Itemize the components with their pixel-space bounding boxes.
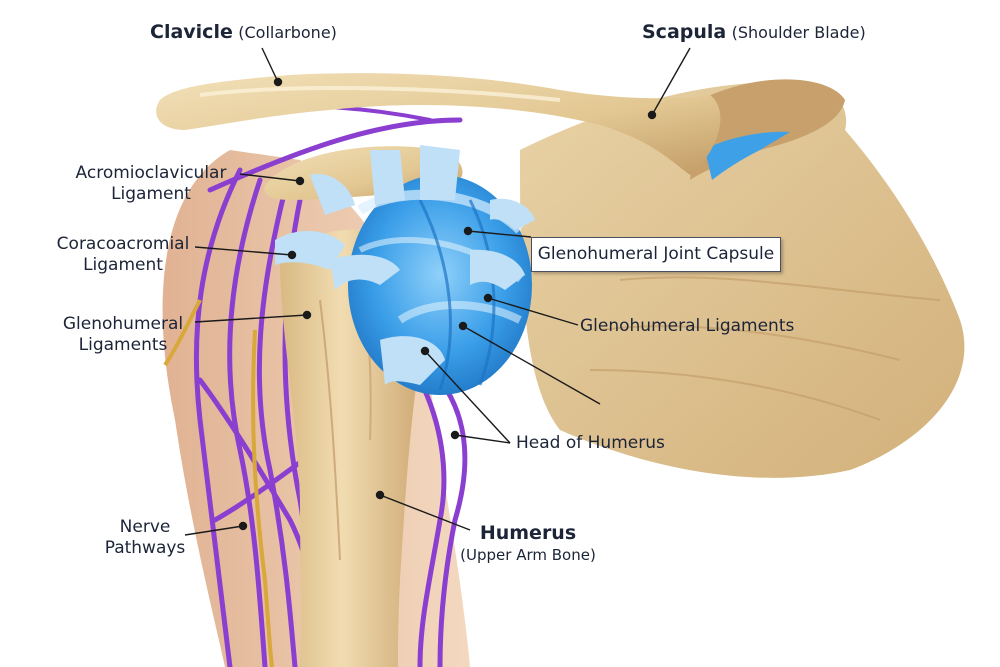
label-line: Acromioclavicular xyxy=(75,163,227,183)
glenohumeral-joint-capsule xyxy=(275,145,535,395)
label-scapula-name: Scapula xyxy=(642,21,727,43)
label-head-of-humerus: Head of Humerus xyxy=(516,433,665,453)
label-nerve-pathways: Nerve Pathways xyxy=(100,517,190,559)
label-scapula-sub: (Shoulder Blade) xyxy=(731,23,866,42)
clavicle-bone xyxy=(156,73,721,175)
label-humerus-name: Humerus xyxy=(479,522,577,544)
label-clavicle-sub: (Collarbone) xyxy=(238,23,337,42)
label-scapula: Scapula (Shoulder Blade) xyxy=(642,22,866,44)
label-humerus: Humerus (Upper Arm Bone) xyxy=(456,523,600,566)
label-line: Ligaments xyxy=(78,335,168,355)
label-glenohumeral-joint-capsule: Glenohumeral Joint Capsule xyxy=(531,237,781,272)
yellow-nerve xyxy=(163,299,274,667)
label-clavicle-name: Clavicle xyxy=(150,21,233,43)
label-acromioclavicular-ligament: Acromioclavicular Ligament xyxy=(62,163,240,205)
label-glenohumeral-ligaments-right: Glenohumeral Ligaments xyxy=(580,316,795,336)
label-line: Nerve xyxy=(119,517,171,537)
label-line: Ligament xyxy=(111,184,191,204)
scapula-bone xyxy=(520,79,965,478)
label-humerus-sub: (Upper Arm Bone) xyxy=(460,546,596,564)
label-coracoacromial-ligament: Coracoacromial Ligament xyxy=(52,234,194,276)
label-line: Ligament xyxy=(83,255,163,275)
label-clavicle: Clavicle (Collarbone) xyxy=(150,22,337,44)
label-glenohumeral-ligaments-left: Glenohumeral Ligaments xyxy=(56,314,190,356)
label-line: Pathways xyxy=(104,538,186,558)
label-line: Glenohumeral xyxy=(62,314,184,334)
leader-lines xyxy=(184,47,691,536)
label-line: Coracoacromial xyxy=(56,234,190,254)
